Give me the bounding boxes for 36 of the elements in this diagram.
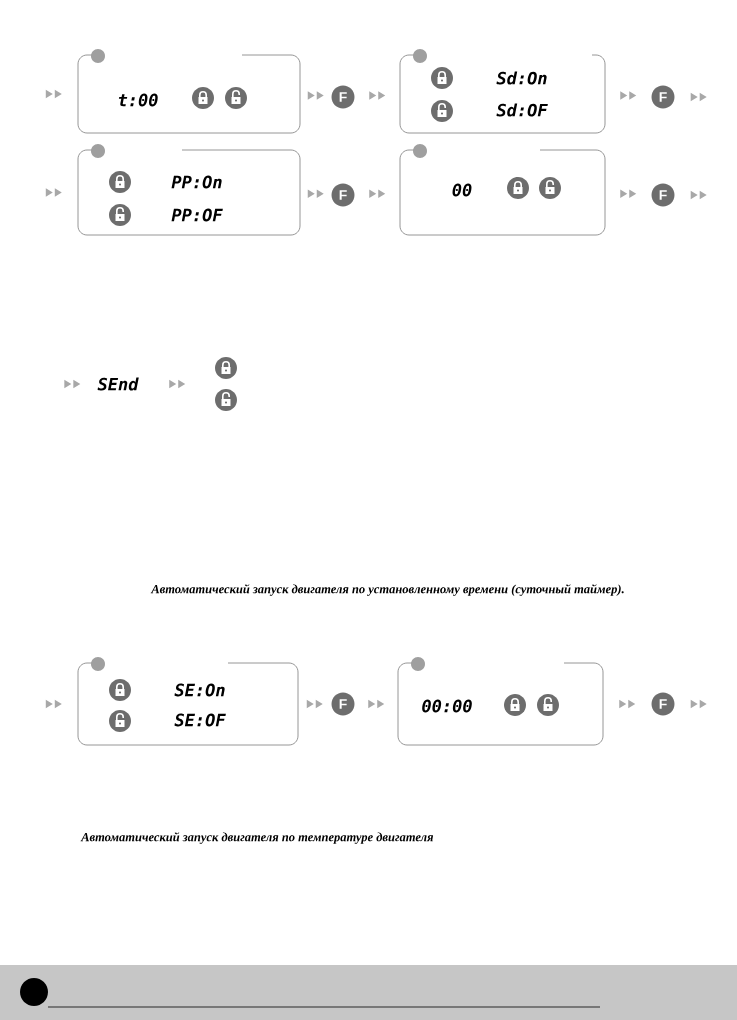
- chevron-arrow: [690, 92, 707, 102]
- chevron-arrow: [307, 189, 324, 198]
- chevron-arrow: [690, 699, 707, 709]
- chevron-arrow: [307, 91, 324, 100]
- lcd-readout: Sd:On: [496, 71, 547, 85]
- lcd-readout: 00: [452, 183, 472, 197]
- chevron-arrow: [620, 91, 637, 100]
- chevron-arrow: [369, 91, 386, 100]
- function-button: F: [331, 85, 355, 109]
- lcd-readout: SEnd: [97, 377, 139, 391]
- function-button: F: [651, 692, 675, 716]
- lcd-readout: PP:On: [171, 175, 222, 189]
- section-heading: Автоматический запуск двигателя по температуре двигателя: [80, 832, 434, 844]
- lcd-readout: SE:On: [174, 683, 225, 697]
- lcd-readout: SE:OF: [174, 713, 226, 727]
- chevron-arrow: [306, 699, 323, 709]
- chevron-arrow: [45, 188, 62, 197]
- lcd-readout: t:00: [118, 93, 158, 107]
- chevron-arrow: [369, 189, 386, 198]
- chevron-arrow: [620, 189, 637, 198]
- chevron-arrow: [619, 699, 636, 709]
- lcd-readout: 00:00: [422, 699, 472, 713]
- chevron-arrow: [690, 190, 707, 200]
- chevron-arrow: [45, 89, 62, 99]
- function-button: F: [331, 183, 355, 207]
- section-heading: Автоматический запуск двигателя по установленному времени (суточный таймер).: [150, 584, 624, 596]
- chevron-arrow: [45, 699, 62, 709]
- lcd-readout: PP:OF: [171, 208, 223, 222]
- lcd-readout: Sd:OF: [496, 103, 548, 117]
- function-button: F: [331, 692, 355, 716]
- chevron-arrow: [64, 379, 81, 389]
- lock-icons: [215, 357, 237, 411]
- chevron-arrow: [169, 379, 186, 389]
- function-button: F: [651, 183, 675, 207]
- function-button: F: [651, 85, 675, 109]
- chevron-arrow: [368, 699, 385, 709]
